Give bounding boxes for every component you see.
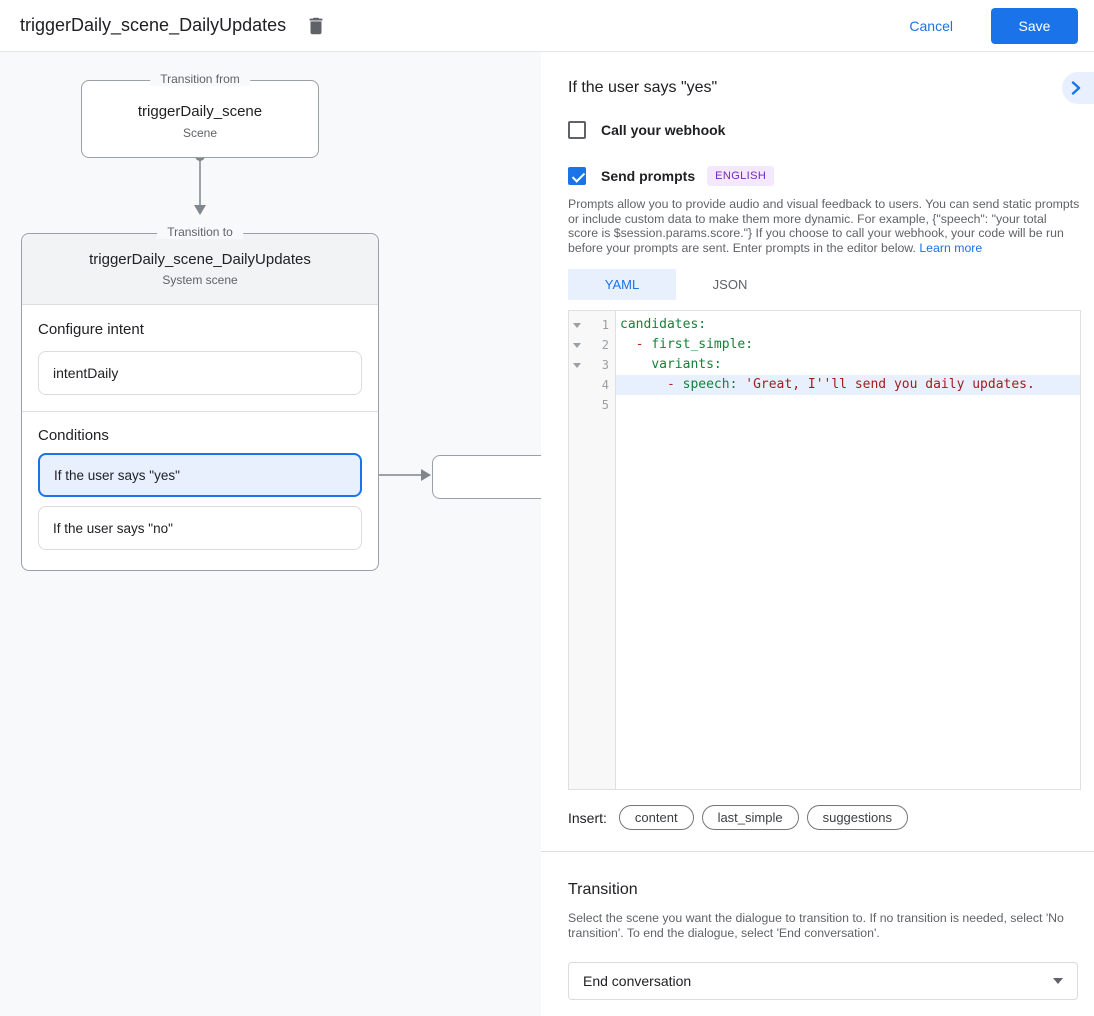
arrowhead-down-icon (194, 205, 206, 215)
from-scene-name: triggerDaily_scene (137, 103, 263, 120)
editor-code-area[interactable]: candidates: - first_simple: variants: - … (616, 311, 1080, 789)
trash-icon (309, 17, 323, 34)
dropdown-caret-icon (1053, 978, 1063, 985)
cancel-button[interactable]: Cancel (893, 10, 969, 42)
insert-suggestions-chip[interactable]: suggestions (806, 805, 908, 831)
intent-input[interactable] (38, 351, 362, 395)
code-line-1: candidates: (616, 315, 1080, 335)
line-number: 5 (601, 398, 609, 413)
code-token: - (666, 377, 683, 393)
fold-toggle[interactable] (569, 322, 585, 328)
transition-to-legend: Transition to (157, 225, 243, 239)
code-token (620, 377, 667, 392)
tab-json[interactable]: JSON (712, 277, 748, 293)
code-token: 'Great, I''ll send you daily updates. (745, 377, 1035, 393)
code-line-2: - first_simple: (616, 335, 1080, 355)
collapse-panel-button[interactable] (1062, 72, 1094, 104)
card-divider (22, 411, 378, 412)
insert-row: Insert: content last_simple suggestions (568, 805, 1078, 831)
insert-label: Insert: (568, 809, 607, 826)
to-scene-name: triggerDaily_scene_DailyUpdates (89, 251, 311, 268)
send-prompts-label: Send prompts (601, 168, 696, 184)
code-token (620, 337, 636, 352)
transition-dropdown-value: End conversation (583, 973, 692, 990)
page-title: triggerDaily_scene_DailyUpdates (20, 15, 287, 35)
line-number: 1 (601, 318, 609, 333)
app-header: triggerDaily_scene_DailyUpdates Cancel S… (0, 0, 1094, 52)
delete-scene-button[interactable] (303, 13, 329, 39)
header-actions: Cancel Save (893, 7, 1078, 44)
code-token: - (635, 337, 652, 353)
insert-last-simple-chip[interactable]: last_simple (701, 805, 799, 831)
transition-from-node[interactable]: Transition from triggerDaily_scene Scene (81, 72, 319, 158)
code-token: variants: (651, 357, 722, 373)
condition-item-no[interactable]: If the user says "no" (38, 506, 362, 550)
insert-content-chip[interactable]: content (618, 805, 694, 831)
from-scene-type: Scene (182, 126, 218, 140)
editor-gutter: 1 2 3 4 5 (569, 311, 616, 790)
transition-description: Select the scene you want the dialogue t… (568, 911, 1064, 941)
code-token: first_simple: (651, 337, 754, 353)
to-scene-body: Configure intent Conditions If the user … (22, 305, 378, 566)
transition-section-title: Transition (568, 881, 638, 899)
conditions-label: Conditions (38, 427, 109, 444)
line-number: 4 (601, 378, 609, 393)
code-line-5 (616, 395, 1080, 415)
prompt-code-editor: 1 2 3 4 5 candidates: - first_simple: va… (568, 310, 1081, 791)
code-token: candidates: (620, 317, 707, 333)
transition-to-node: Transition to triggerDaily_scene_DailyUp… (21, 225, 379, 571)
prompts-description: Prompts allow you to provide audio and v… (568, 197, 1080, 255)
section-divider (541, 851, 1094, 853)
code-token: speech: (682, 377, 738, 393)
line-number: 2 (601, 338, 609, 353)
to-scene-type: System scene (162, 273, 238, 287)
learn-more-link[interactable]: Learn more (919, 240, 983, 255)
prompts-description-text: Prompts allow you to provide audio and v… (568, 197, 1080, 255)
call-webhook-label: Call your webhook (601, 122, 726, 138)
call-webhook-checkbox[interactable] (568, 121, 586, 139)
webhook-row: Call your webhook (568, 121, 1078, 139)
condition-item-yes[interactable]: If the user says "yes" (38, 453, 362, 497)
code-token (620, 357, 651, 372)
send-prompts-checkbox[interactable] (568, 167, 586, 185)
panel-title: If the user says "yes" (568, 79, 718, 96)
arrowhead-right-icon (421, 469, 431, 481)
transition-from-legend: Transition from (150, 72, 250, 86)
language-badge: ENGLISH (707, 166, 775, 186)
condition-detail-panel: If the user says "yes" Call your webhook… (541, 52, 1094, 1016)
save-button[interactable]: Save (991, 7, 1078, 44)
chevron-right-icon (1071, 81, 1081, 95)
scene-flow-canvas: Transition from triggerDaily_scene Scene… (0, 52, 541, 1016)
line-number: 3 (601, 358, 609, 373)
code-line-3: variants: (616, 355, 1080, 375)
editor-format-tabs: YAML JSON (568, 269, 1078, 301)
code-line-4-active: - speech: 'Great, I''ll send you daily u… (616, 375, 1080, 396)
fold-toggle[interactable] (569, 362, 585, 368)
tab-yaml[interactable]: YAML (568, 269, 676, 301)
send-prompts-row: Send prompts ENGLISH (568, 166, 1078, 186)
condition-target-node[interactable] (432, 455, 541, 499)
fold-down-icon (573, 322, 581, 328)
fold-toggle[interactable] (569, 342, 585, 348)
transition-dropdown[interactable]: End conversation (568, 962, 1078, 1001)
fold-down-icon (573, 342, 581, 348)
configure-intent-label: Configure intent (38, 321, 144, 338)
to-scene-header[interactable]: triggerDaily_scene_DailyUpdates System s… (22, 234, 378, 305)
fold-down-icon (573, 362, 581, 368)
